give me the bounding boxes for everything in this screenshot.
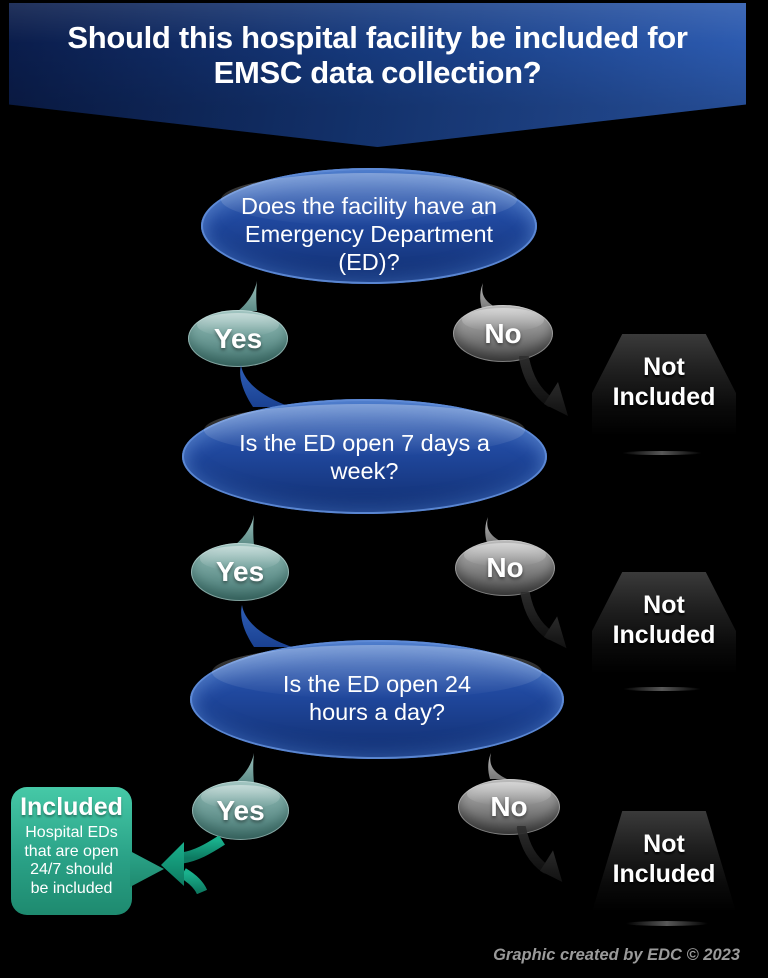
answer-yes-3: Yes (192, 781, 289, 840)
answer-no-3: No (458, 779, 560, 835)
question-1-text: Does the facility have an Emergency Depa… (240, 193, 498, 275)
page-title-line-2: EMSC data collection? (213, 55, 542, 90)
outcome-included: Included Hospital EDs that are open 24/7… (11, 787, 132, 915)
page-title-line-1: Should this hospital facility be include… (67, 20, 688, 55)
reflection-line-1 (622, 451, 702, 455)
included-title: Included (20, 793, 123, 821)
question-node-2: Is the ED open 7 days a week? (182, 399, 547, 514)
yes-1-label: Yes (213, 322, 263, 354)
arrow-dark-1 (519, 356, 568, 416)
no-2-label: No (486, 552, 524, 583)
page-title: Should this hospital facility be include… (9, 3, 746, 90)
no-2-tail (485, 517, 504, 543)
question-3-text: Is the ED open 24 hours a day? (282, 670, 472, 725)
question-node-1: Does the facility have an Emergency Depa… (201, 168, 537, 284)
answer-no-2: No (455, 540, 555, 596)
arrow-dark-3 (516, 826, 563, 882)
answer-no-1: No (453, 305, 553, 362)
no-3-label: No (490, 791, 528, 822)
reflection-line-3 (626, 921, 708, 926)
outcome-not-included-1: Not Included (592, 334, 736, 436)
yes-3-label: Yes (216, 794, 265, 826)
question-2-text: Is the ED open 7 days a week? (239, 429, 490, 484)
no-1-label: No (484, 317, 522, 349)
outcome-not-included-3: Not Included (592, 811, 736, 912)
yes-2-label: Yes (215, 556, 265, 587)
no-3-tail (488, 753, 507, 779)
yes-2-tail (235, 515, 254, 545)
title-banner: Should this hospital facility be include… (9, 3, 746, 147)
question-node-3: Is the ED open 24 hours a day? (190, 640, 564, 759)
yes-1-tail (238, 281, 257, 311)
yes-3-tail (235, 753, 254, 783)
question-2-tail (240, 365, 291, 407)
outcome-not-included-2: Not Included (592, 572, 736, 674)
no-1-tail (480, 283, 499, 309)
answer-yes-1: Yes (188, 310, 288, 367)
credit-text: Graphic created by EDC © 2023 (493, 946, 740, 964)
answer-yes-2: Yes (191, 543, 289, 601)
included-description: Hospital EDs that are open 24/7 should b… (24, 824, 119, 897)
arrow-green-included (161, 836, 225, 894)
question-3-tail (241, 605, 292, 647)
reflection-line-2 (623, 687, 701, 691)
arrow-dark-2 (520, 592, 567, 649)
